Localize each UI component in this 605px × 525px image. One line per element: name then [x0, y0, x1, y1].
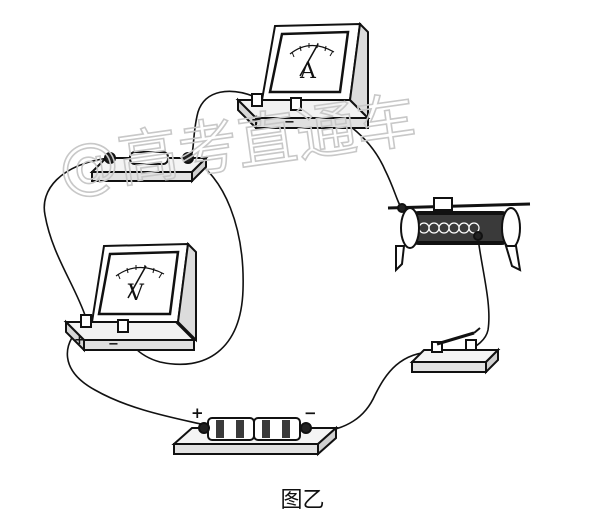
- fixed-resistor: [89, 151, 209, 184]
- battery: [171, 417, 339, 457]
- battery-minus-label: −: [304, 404, 317, 422]
- figure-caption: 图乙: [280, 488, 325, 513]
- ammeter-symbol: A: [299, 59, 317, 84]
- voltmeter: [63, 241, 197, 353]
- wire-resistor-voltmeter: [122, 157, 244, 366]
- voltmeter-minus-label: −: [108, 337, 119, 352]
- switch: [409, 327, 501, 375]
- rheostat: [387, 197, 531, 273]
- ammeter-minus-label: −: [284, 115, 295, 130]
- wire-ammeter-resistor: [189, 90, 259, 159]
- battery-plus-label: +: [191, 404, 204, 422]
- ammeter-plus-label: +: [251, 113, 262, 128]
- wire-resistor-voltmeter-plus: [43, 157, 109, 319]
- ammeter: [235, 21, 371, 131]
- voltmeter-plus-label: +: [74, 333, 85, 348]
- wire-switch-battery: [317, 351, 439, 433]
- voltmeter-symbol: V: [127, 281, 145, 306]
- wire-voltmeter-battery: [66, 321, 206, 426]
